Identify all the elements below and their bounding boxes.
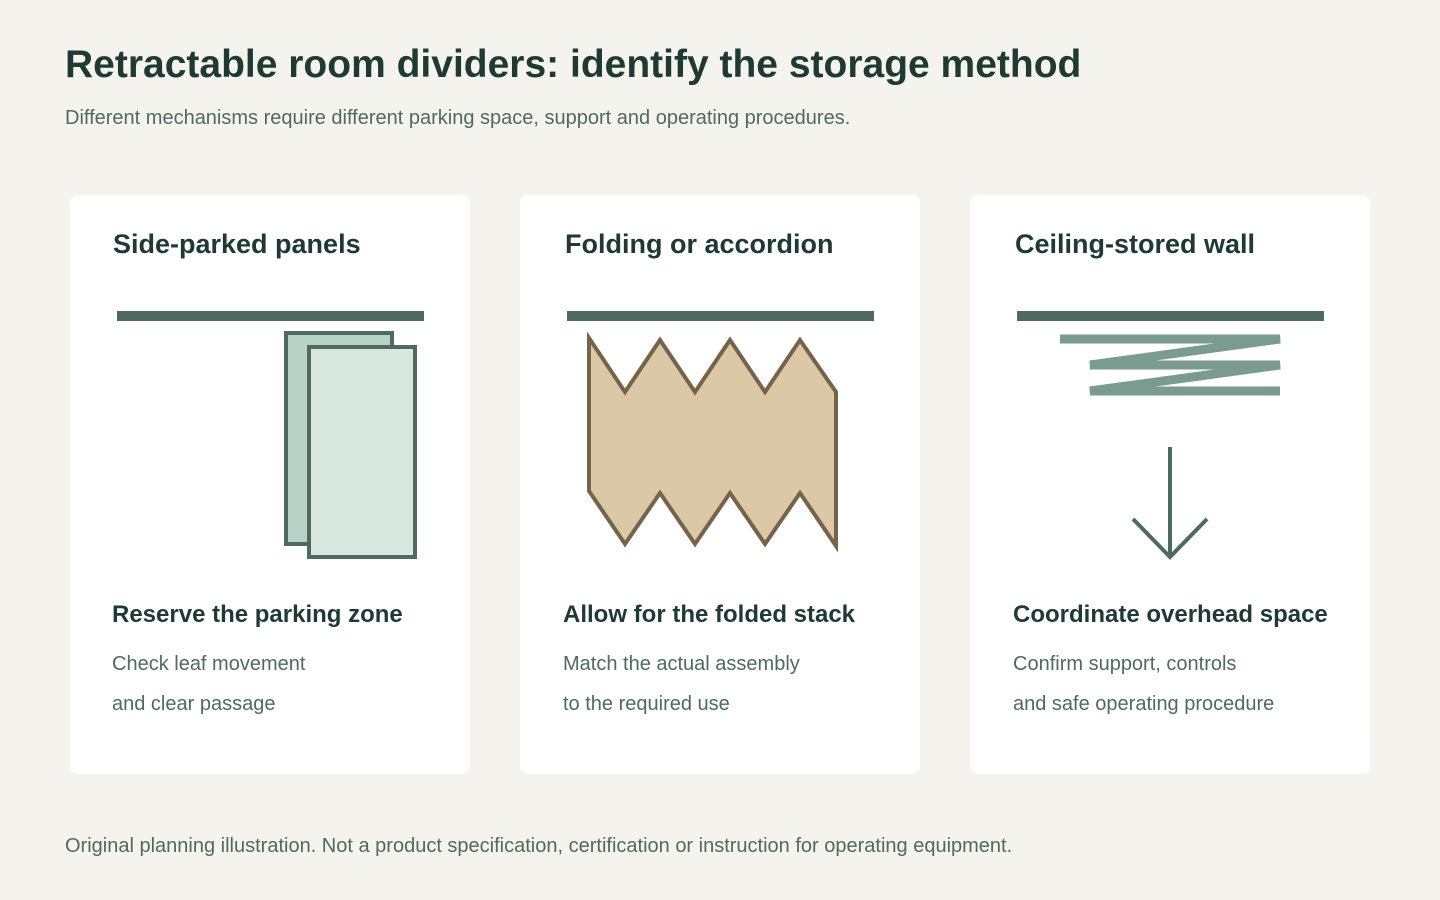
card-detail-line: and clear passage (112, 693, 276, 715)
ceiling-track (1017, 311, 1324, 321)
accordion-panel (587, 331, 838, 553)
card-side-parked-panels: Side-parked panels Reserve the parking z… (70, 195, 470, 774)
ceiling-stack-icon (1017, 311, 1324, 560)
card-heading: Coordinate overhead space (1013, 601, 1328, 628)
card-folding-accordion: Folding or accordion Allow for the folde… (520, 195, 920, 774)
card-title: Folding or accordion (565, 229, 834, 259)
card-title: Side-parked panels (113, 229, 361, 259)
page-subtitle: Different mechanisms require different p… (65, 107, 851, 129)
ceiling-track (567, 311, 874, 321)
stacked-panels-icon (117, 311, 424, 559)
ceiling-track (117, 311, 424, 321)
footnote: Original planning illustration. Not a pr… (65, 835, 1013, 857)
card-heading: Reserve the parking zone (112, 601, 403, 628)
card-ceiling-stored-wall: Ceiling-stored wall Coordinate overhead … (970, 195, 1370, 774)
card-heading: Allow for the folded stack (563, 601, 856, 628)
page-title: Retractable room dividers: identify the … (65, 43, 1082, 86)
card-detail-line: Check leaf movement (112, 653, 306, 675)
accordion-fold-icon (567, 311, 874, 553)
card-detail-line: Confirm support, controls (1013, 653, 1237, 675)
panel-front (307, 345, 417, 559)
folded-wall-stack (1060, 334, 1281, 396)
card-detail-line: to the required use (563, 693, 730, 715)
down-arrow-head (1131, 517, 1209, 560)
card-title: Ceiling-stored wall (1015, 229, 1256, 259)
card-detail-line: Match the actual assembly (563, 653, 800, 675)
card-detail-line: and safe operating procedure (1013, 693, 1275, 715)
